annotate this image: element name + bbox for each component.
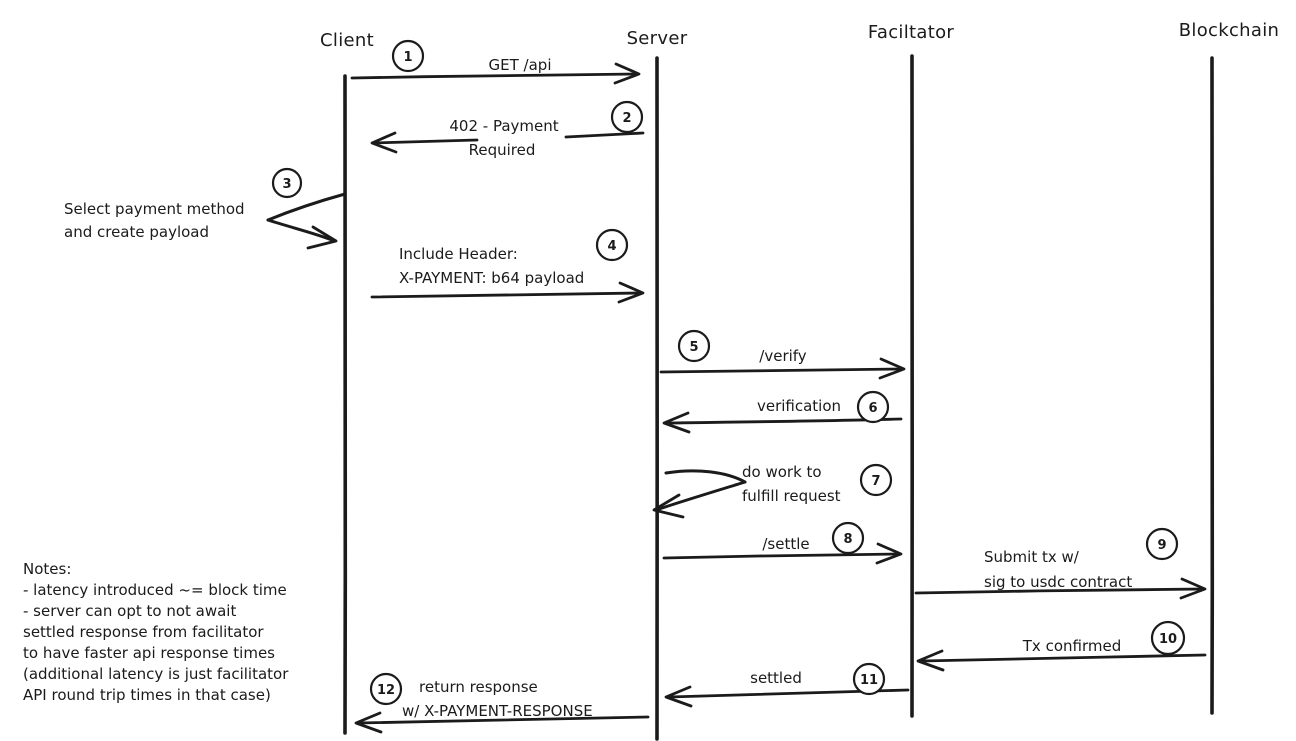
- step-number: 7: [871, 474, 880, 489]
- notes-line: - latency introduced ~= block time: [23, 581, 287, 599]
- step-number: 3: [282, 177, 291, 192]
- message-label: Select payment method: [64, 200, 245, 218]
- arrow-head: [613, 62, 641, 85]
- arrow-head: [875, 542, 903, 565]
- message-1-get-api: 1 GET /api: [350, 39, 641, 85]
- lifeline-server: [654, 56, 660, 741]
- step-circle: [859, 463, 893, 497]
- step-circle: [369, 672, 403, 706]
- message-label: GET /api: [489, 56, 552, 74]
- arrow-line: [371, 138, 479, 145]
- actor-label-server: Server: [627, 28, 688, 49]
- lifeline-facilitator: [909, 54, 915, 718]
- step-number: 4: [607, 239, 616, 254]
- message-5-verify: 5 /verify: [659, 329, 906, 380]
- message-2-402-payment-required: 2 402 - Payment Required: [370, 100, 645, 159]
- actor-label-facilitator: Faciltator: [868, 22, 954, 43]
- arrow-line: [350, 72, 638, 80]
- arrow-line: [357, 715, 650, 725]
- message-9-submit-tx: 9 Submit tx w/ sig to usdc contract: [914, 527, 1207, 600]
- notes-line: - server can opt to not await: [23, 602, 236, 620]
- message-label: Tx confirmed: [1022, 637, 1121, 655]
- step-number: 10: [1159, 632, 1177, 647]
- notes-block: Notes: - latency introduced ~= block tim…: [23, 560, 289, 704]
- arrow-line: [564, 131, 645, 139]
- notes-line: API round trip times in that case): [23, 686, 271, 704]
- arrow-head: [617, 281, 645, 304]
- message-6-verification: 6 verification: [662, 390, 903, 434]
- self-loop-line: [664, 469, 747, 484]
- message-label: /verify: [759, 347, 807, 365]
- message-label: X-PAYMENT: b64 payload: [399, 269, 584, 287]
- message-label: verification: [757, 397, 841, 415]
- step-circle: [1150, 620, 1186, 656]
- actor-label-client: Client: [320, 30, 374, 51]
- arrow-head: [306, 225, 338, 250]
- step-circle: [831, 521, 865, 555]
- message-label: 402 - Payment: [449, 117, 558, 135]
- arrow-head: [878, 357, 906, 380]
- lifeline-blockchain: [1209, 56, 1215, 715]
- message-4-x-payment-header: 4 Include Header: X-PAYMENT: b64 payload: [370, 228, 645, 304]
- arrow-line: [919, 653, 1207, 663]
- arrow-head: [662, 411, 691, 434]
- arrow-head: [652, 493, 685, 519]
- message-label: Submit tx w/: [984, 548, 1080, 566]
- arrow-line: [914, 587, 1204, 595]
- step-circle: [595, 228, 629, 262]
- arrow-head: [916, 649, 945, 672]
- step-number: 11: [860, 673, 878, 688]
- message-11-settled: 11 settled: [664, 662, 910, 708]
- step-circle: [610, 100, 644, 134]
- self-loop-line: [266, 218, 334, 242]
- notes-line: (additional latency is just facilitator: [23, 665, 289, 683]
- message-label: do work to: [742, 463, 822, 481]
- actor-label-blockchain: Blockchain: [1179, 20, 1279, 41]
- message-label: Include Header:: [399, 245, 518, 263]
- step-number: 5: [689, 340, 698, 355]
- message-12-return-response: 12 return response w/ X-PAYMENT-RESPONSE: [354, 672, 650, 734]
- message-label: settled: [750, 669, 802, 687]
- self-loop-line: [266, 192, 347, 222]
- notes-heading: Notes:: [23, 560, 71, 578]
- arrow-head: [664, 685, 693, 708]
- message-label: and create payload: [64, 223, 209, 241]
- message-3-select-payment-method: 3 Select payment method and create paylo…: [64, 167, 347, 250]
- step-circle: [271, 167, 303, 199]
- arrow-line: [662, 552, 900, 560]
- step-number: 6: [868, 401, 877, 416]
- message-7-do-work: 7 do work to fulfill request: [652, 463, 893, 519]
- lifeline-client: [342, 74, 348, 735]
- arrow-line: [370, 291, 642, 299]
- message-label: Required: [469, 141, 536, 159]
- message-label: fulfill request: [742, 487, 841, 505]
- message-label: return response: [419, 678, 538, 696]
- step-circle: [852, 662, 886, 696]
- self-loop-line: [657, 480, 747, 511]
- message-label: /settle: [762, 535, 809, 553]
- step-number: 12: [377, 683, 395, 698]
- step-number: 8: [843, 532, 852, 547]
- arrow-head: [1179, 577, 1207, 600]
- notes-line: to have faster api response times: [23, 644, 275, 662]
- arrow-line: [659, 367, 903, 374]
- message-label: w/ X-PAYMENT-RESPONSE: [402, 702, 593, 720]
- arrow-head: [354, 711, 383, 734]
- message-label: sig to usdc contract: [984, 573, 1132, 591]
- step-number: 1: [403, 50, 412, 65]
- step-circle: [1145, 527, 1179, 561]
- step-circle: [677, 329, 711, 363]
- step-circle: [856, 390, 890, 424]
- step-number: 2: [622, 111, 631, 126]
- notes-line: settled response from facilitator: [23, 623, 264, 641]
- step-circle: [391, 39, 425, 73]
- message-10-tx-confirmed: 10 Tx confirmed: [916, 620, 1207, 672]
- step-number: 9: [1157, 538, 1166, 553]
- arrow-head: [370, 131, 398, 154]
- message-8-settle: 8 /settle: [662, 521, 903, 565]
